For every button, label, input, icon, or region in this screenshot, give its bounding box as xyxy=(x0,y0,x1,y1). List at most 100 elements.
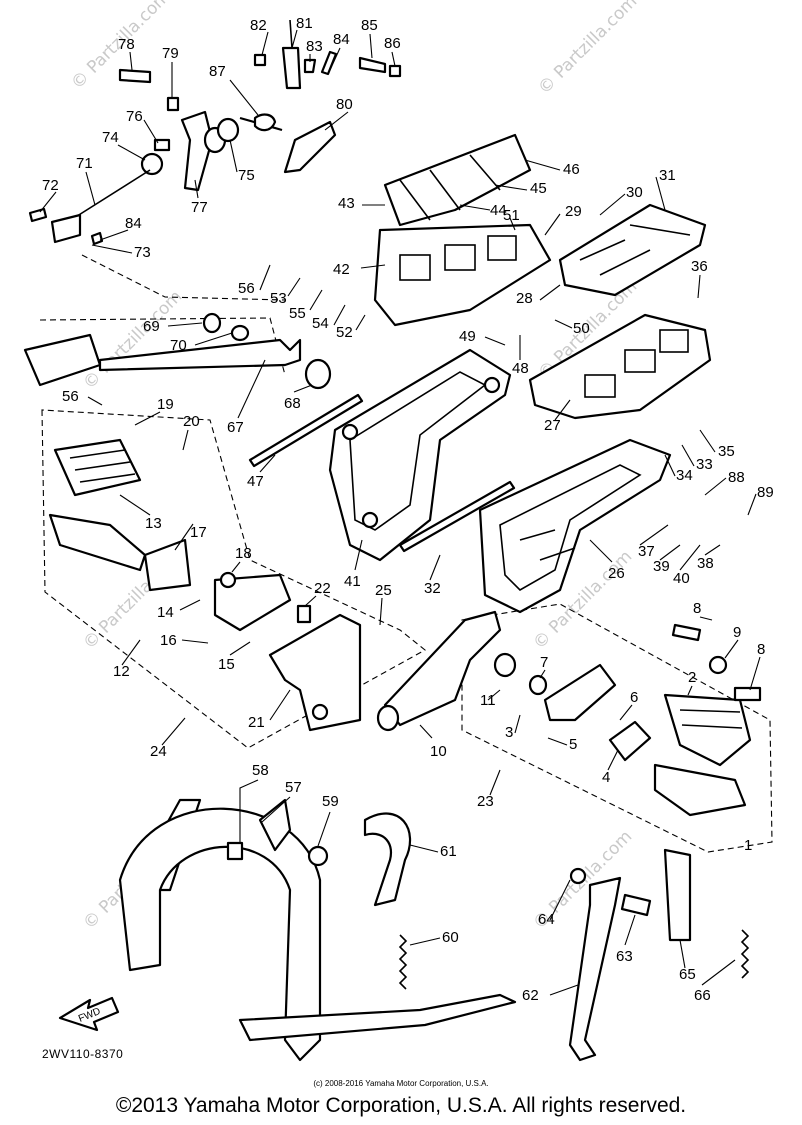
callout: 85 xyxy=(361,17,378,34)
callout: 35 xyxy=(718,443,735,460)
left-bracket xyxy=(328,348,512,562)
callout: 79 xyxy=(162,45,179,62)
callout: 71 xyxy=(76,155,93,172)
drawing-code: 2WV110-8370 xyxy=(42,1047,124,1061)
callout: 66 xyxy=(694,987,711,1004)
callout: 22 xyxy=(314,580,331,597)
callout: 51 xyxy=(503,207,520,224)
right-bracket xyxy=(478,438,672,614)
callout: 12 xyxy=(113,663,130,680)
callout: 53 xyxy=(270,290,287,307)
rod-32 xyxy=(398,480,516,553)
callout: 58 xyxy=(252,762,269,779)
callout: 6 xyxy=(630,689,638,706)
callout: 24 xyxy=(150,743,167,760)
callout: 39 xyxy=(653,558,670,575)
callout: 30 xyxy=(626,184,643,201)
callout: 5 xyxy=(569,736,577,753)
callout: 60 xyxy=(442,929,459,946)
callout: 43 xyxy=(338,195,355,212)
callout: 81 xyxy=(296,15,313,32)
callout: 52 xyxy=(336,324,353,341)
callout: 63 xyxy=(616,948,633,965)
callout: 84 xyxy=(333,31,350,48)
callout: 45 xyxy=(530,180,547,197)
callout: 29 xyxy=(565,203,582,220)
left-footrest xyxy=(48,438,362,732)
callout: 15 xyxy=(218,656,235,673)
callout: 25 xyxy=(375,582,392,599)
callout: 73 xyxy=(134,244,151,261)
parts-diagram: © Partzilla.com © Partzilla.com © Partzi… xyxy=(23,0,774,1062)
callout: 75 xyxy=(238,167,255,184)
callout: 86 xyxy=(384,35,401,52)
callout: 34 xyxy=(676,467,693,484)
callout: 26 xyxy=(608,565,625,582)
assembly-outline-73 xyxy=(81,254,286,301)
brake-pedal xyxy=(23,312,332,390)
fwd-arrow: FWD xyxy=(58,996,120,1032)
callout: 80 xyxy=(336,96,353,113)
callout: 88 xyxy=(728,469,745,486)
callout: 78 xyxy=(118,36,135,53)
callout: 54 xyxy=(312,315,329,332)
callout: 83 xyxy=(306,38,323,55)
callout: 3 xyxy=(505,724,513,741)
callout: 18 xyxy=(235,545,252,562)
callout: 4 xyxy=(602,769,610,786)
callout: 19 xyxy=(157,396,174,413)
callout: 14 xyxy=(157,604,174,621)
callout: 36 xyxy=(691,258,708,275)
callout: 8 xyxy=(693,600,701,617)
callout: 31 xyxy=(659,167,676,184)
callout-layer: 78 79 82 81 83 84 85 86 87 80 76 74 75 7… xyxy=(42,15,774,1004)
callout: 7 xyxy=(540,654,548,671)
callout: 10 xyxy=(430,743,447,760)
assembly-outline-1 xyxy=(461,603,773,853)
callout: 50 xyxy=(573,320,590,337)
callout: 9 xyxy=(733,624,741,641)
right-footrest xyxy=(376,610,762,817)
callout: 68 xyxy=(284,395,301,412)
shift-linkage xyxy=(28,19,402,246)
copyright-notice: ©2013 Yamaha Motor Corporation, U.S.A. A… xyxy=(115,1094,687,1117)
callout: 28 xyxy=(516,290,533,307)
callout: 69 xyxy=(143,318,160,335)
callout: 47 xyxy=(247,473,264,490)
callout: 89 xyxy=(757,484,774,501)
callout: 70 xyxy=(170,337,187,354)
watermark: © Partzilla.com xyxy=(534,0,641,99)
callout: 33 xyxy=(696,456,713,473)
callout: 56 xyxy=(62,388,79,405)
assembly-outline-67 xyxy=(39,317,286,376)
callout: 74 xyxy=(102,129,119,146)
rod-47 xyxy=(248,393,364,468)
callout: 1 xyxy=(744,837,752,854)
callout: 65 xyxy=(679,966,696,983)
callout: 72 xyxy=(42,177,59,194)
callout: 57 xyxy=(285,779,302,796)
callout: 8 xyxy=(757,641,765,658)
callout: 32 xyxy=(424,580,441,597)
callout: 44 xyxy=(490,202,507,219)
callout: 38 xyxy=(697,555,714,572)
callout: 2 xyxy=(688,669,696,686)
callout: 82 xyxy=(250,17,267,34)
callout: 87 xyxy=(209,63,226,80)
callout: 48 xyxy=(512,360,529,377)
callout: 55 xyxy=(289,305,306,322)
assembly-outline-12 xyxy=(41,409,426,749)
callout: 59 xyxy=(322,793,339,810)
callout: 46 xyxy=(563,161,580,178)
callout: 27 xyxy=(544,417,561,434)
callout: 20 xyxy=(183,413,200,430)
callout: 77 xyxy=(191,199,208,216)
side-stand xyxy=(568,848,750,1062)
callout: 13 xyxy=(145,515,162,532)
callout: 61 xyxy=(440,843,457,860)
callout: 67 xyxy=(227,419,244,436)
center-stand xyxy=(118,798,517,1062)
callout: 40 xyxy=(673,570,690,587)
callout: 56 xyxy=(238,280,255,297)
small-copyright: (c) 2008-2016 Yamaha Motor Corporation, … xyxy=(313,1079,489,1088)
